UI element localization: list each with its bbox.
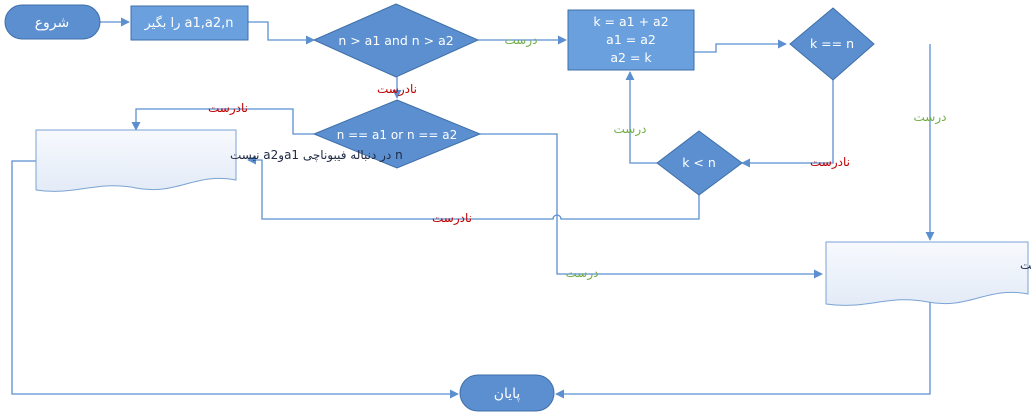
decision-main[interactable]: n > a1 and n > a2 (312, 3, 480, 78)
decision-main-label: n > a1 and n > a2 (338, 33, 453, 48)
process-line-1: k = a1 + a2 (593, 14, 668, 29)
decision-equal[interactable]: n == a1 or n == a2 (312, 99, 482, 169)
edge-k-eq-n-to-k-lt-n (741, 80, 834, 168)
edge-k-lt-n-to-process (625, 71, 657, 164)
decision-k-lt-n-label: k < n (682, 155, 716, 170)
edge-label-main-true: درست (505, 33, 538, 48)
process-line-2: a1 = a2 (606, 32, 656, 47)
output-in-sequence-label: n در دنباله فیبوناچی a1وa2 است (1020, 258, 1031, 273)
edge-equal-to-in-seq (480, 133, 823, 279)
edge-input-to-main-decision (248, 21, 315, 45)
output-not-in-sequence[interactable]: n در دنباله فیبوناچی a1وa2 نیست (35, 129, 403, 192)
edge-label-k-lt-n-true: درست (614, 122, 647, 137)
process-node[interactable]: k = a1 + a2 a1 = a2 a2 = k (567, 9, 695, 71)
edge-label-equal-false: نادرست (208, 101, 248, 116)
start-terminator[interactable]: شروع (4, 4, 101, 40)
end-label: پایان (494, 386, 521, 402)
decision-k-eq-n[interactable]: k == n (789, 7, 875, 81)
edge-label-k-lt-n-false: نادرست (432, 211, 472, 226)
decision-k-lt-n[interactable]: k < n (656, 130, 743, 196)
start-label: شروع (35, 15, 70, 31)
edge-not-seq-to-end (11, 160, 459, 399)
input-label: a1,a2,n را بگیر (143, 15, 233, 31)
edge-equal-to-not-seq (131, 108, 314, 135)
edge-k-lt-n-to-not-seq (247, 155, 700, 220)
edge-label-equal-true: درست (566, 266, 599, 281)
decision-k-eq-n-label: k == n (810, 36, 854, 51)
edge-process-to-k-eq-n (694, 39, 787, 53)
edge-label-main-false: نادرست (377, 82, 417, 97)
edge-label-k-eq-n-true: درست (914, 110, 947, 125)
process-line-3: a2 = k (610, 50, 652, 65)
end-terminator[interactable]: پایان (459, 374, 555, 412)
input-node[interactable]: a1,a2,n را بگیر (130, 5, 249, 41)
output-in-sequence[interactable]: n در دنباله فیبوناچی a1وa2 است (825, 241, 1031, 306)
edge-label-k-eq-n-false: نادرست (810, 155, 850, 170)
edge-in-seq-to-end (555, 296, 931, 399)
output-not-in-sequence-label: n در دنباله فیبوناچی a1وa2 نیست (230, 148, 403, 163)
decision-equal-label: n == a1 or n == a2 (337, 128, 458, 142)
